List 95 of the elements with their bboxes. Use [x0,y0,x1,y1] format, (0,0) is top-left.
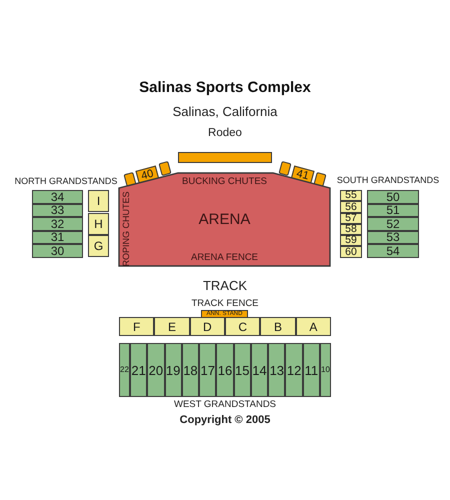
seating-section [296,317,331,336]
area-label: BUCKING CHUTES [182,177,267,188]
section-number: 17 [200,364,215,376]
area-label: ROPING CHUTES [122,192,132,266]
section-letter: E [168,320,176,332]
seating-section [278,160,292,176]
section-number: 52 [386,218,400,230]
seating-section [32,230,83,244]
seating-section [367,217,419,230]
area-label: ARENA FENCE [190,253,258,264]
section-number: 59 [345,235,357,246]
section-number: 31 [50,231,64,244]
section-number: 18 [183,364,198,376]
seating-section [216,343,234,397]
seating-section [367,230,419,244]
section-number: 15 [235,364,250,376]
area-label: WEST GRANDSTANDS [174,400,276,411]
seating-section [158,160,172,176]
section-letter: D [202,320,212,332]
seating-section [201,310,248,318]
section-number: 40 [140,168,155,182]
section-number: 12 [286,364,302,376]
section-number: 22 [120,366,129,374]
section-number: 60 [345,246,357,258]
subtitle: Salinas, California [172,105,278,120]
seating-section [320,343,331,397]
seating-section [340,212,362,224]
section-number: 54 [386,244,400,257]
seating-section [340,190,362,202]
seating-section [32,244,83,258]
section-bar [178,152,272,163]
area-label: TRACK [202,279,248,294]
seating-section [154,317,190,336]
section-number: 14 [252,364,267,376]
area-label: TRACK FENCE [191,299,259,308]
seating-section [119,317,154,336]
seating-section [130,343,148,397]
seating-section [250,343,268,397]
section-number: 50 [386,190,400,203]
section-letter: F [132,320,140,332]
section-number: 34 [50,190,64,203]
seating-section [285,343,303,397]
section-number: 30 [50,244,64,257]
event-name: Rodeo [208,127,242,140]
seating-section [340,224,362,235]
section-letter: B [274,320,282,332]
section-number: 16 [218,364,232,376]
seating-section [367,190,419,204]
seating-section [225,317,260,336]
seating-section [88,235,109,257]
seating-section [268,343,286,397]
seating-section [164,343,182,397]
section-number: 57 [345,212,357,224]
area-label: ARENA [198,212,250,228]
seating-section [88,190,109,212]
copyright-note: Copyright © 2005 [180,414,270,427]
seating-section [340,246,362,258]
seating-section [190,317,225,336]
seating-section [88,212,109,234]
area-label: NORTH GRANDSTANDS [14,176,118,186]
seating-section [234,343,251,397]
section-number: 56 [345,202,357,212]
seating-section [367,204,419,217]
seating-section [340,201,362,212]
section-number: 53 [386,231,400,244]
seating-section [32,190,83,204]
area-label: SOUTH GRANDSTANDS [336,175,440,186]
seating-section [340,235,362,246]
section-number: 55 [345,190,357,201]
seating-section [199,343,216,397]
section-number: 41 [295,168,310,182]
section-number: 19 [166,364,180,376]
section-number: 10 [321,366,330,374]
seating-section [119,343,130,397]
section-letter: A [309,320,318,332]
seating-section [302,343,320,397]
section-letter: G [94,240,104,252]
seating-section [182,343,200,397]
section-number: 32 [50,218,64,230]
seating-section [260,317,296,336]
seating-section [32,217,83,230]
map-title: Salinas Sports Complex [139,79,311,96]
section-number: 20 [148,364,164,376]
section-number: 21 [131,364,146,376]
seating-section [32,204,83,217]
section-number: 13 [270,364,284,376]
section-letter: H [94,218,103,230]
section-number: 58 [345,224,357,235]
section-number: 51 [386,204,400,216]
seating-section [367,244,419,258]
seating-section [147,343,165,397]
section-number: 11 [304,364,318,376]
section-number: 33 [50,204,64,216]
section-letter: I [96,195,100,207]
section-letter: C [238,320,247,332]
